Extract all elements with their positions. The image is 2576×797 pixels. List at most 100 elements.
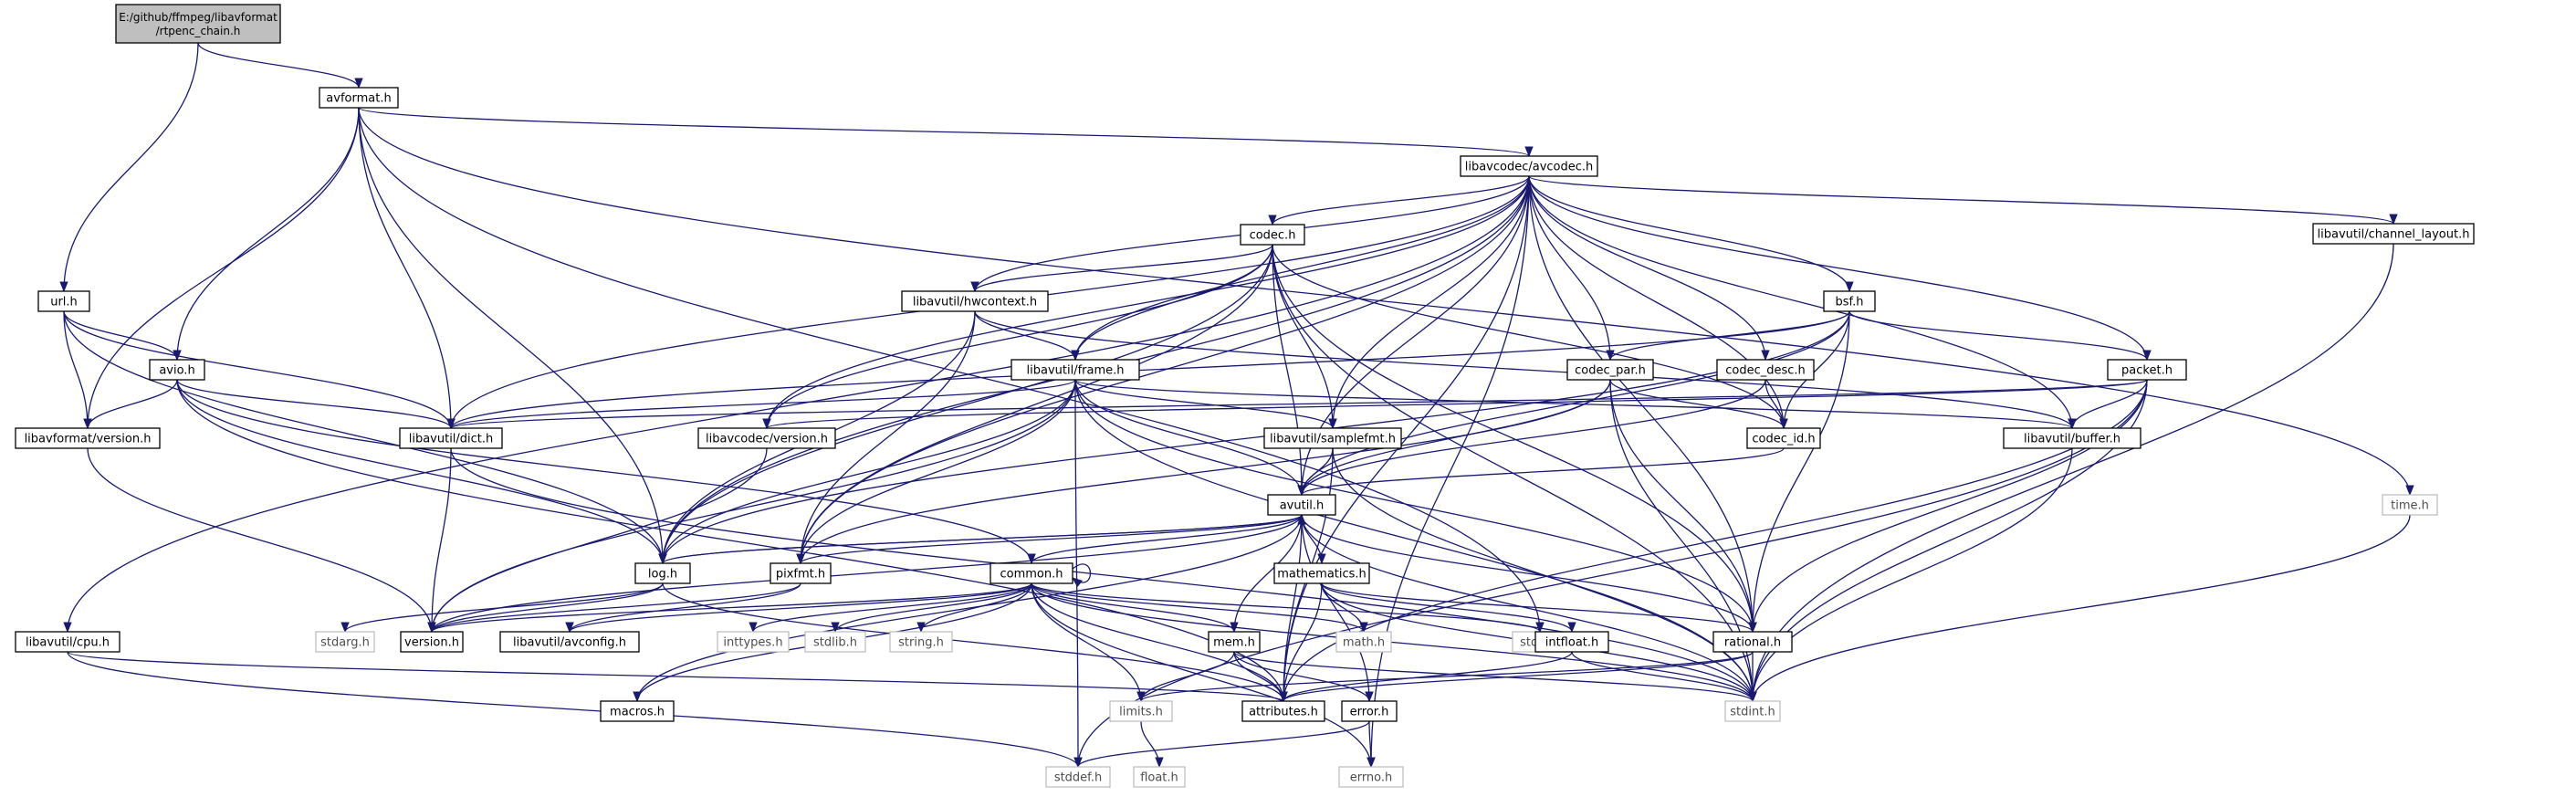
edge-avutil-to-common (1027, 514, 1303, 565)
node-frame[interactable]: libavutil/frame.h (1011, 359, 1140, 381)
node-label: libavcodec/version.h (706, 433, 828, 446)
node-label: codec.h (1250, 229, 1296, 243)
node-box (499, 631, 640, 653)
node-intfloat[interactable]: intfloat.h (1534, 631, 1609, 653)
node-url[interactable]: url.h (37, 290, 90, 312)
edge-dict-to-lavu_version (427, 447, 452, 634)
node-label: pixfmt.h (776, 568, 825, 582)
node-hwcontext[interactable]: libavutil/hwcontext.h (901, 290, 1049, 312)
node-codec-par[interactable]: codec_par.h (1566, 359, 1654, 381)
node-avconfig[interactable]: libavutil/avconfig.h (499, 631, 640, 653)
node-box (990, 562, 1073, 584)
node-box (600, 700, 675, 722)
node-avio[interactable]: avio.h (149, 359, 205, 381)
node-label: libavcodec/avcodec.h (1465, 161, 1594, 174)
node-label: libavformat/version.h (25, 433, 152, 446)
edge-rtpenc_chain-to-avformat (197, 42, 363, 89)
edge-mem-to-avutil (1233, 513, 1306, 633)
node-avutil[interactable]: avutil.h (1267, 494, 1336, 516)
node-log[interactable]: log.h (634, 562, 691, 584)
edge-packet-to-dict (447, 379, 2148, 430)
edge-common-to-stdio (1031, 582, 1545, 634)
node-packet[interactable]: packet.h (2107, 359, 2187, 381)
edge-avcodec-to-bsf (1528, 175, 1854, 293)
node-box (1460, 155, 1598, 177)
node-label: macros.h (610, 706, 665, 719)
node-attributes[interactable]: attributes.h (1241, 700, 1325, 722)
node-label: packet.h (2121, 364, 2173, 378)
node-rtpenc-chain[interactable]: E:/github/ffmpeg/libavformat/rtpenc_chai… (115, 4, 281, 44)
edge-url-to-lavf_version (63, 310, 92, 430)
node-label: time.h (2391, 499, 2429, 513)
node-box (1208, 631, 1261, 653)
node-dict[interactable]: libavutil/dict.h (399, 427, 503, 449)
edge-avutil-to-pixfmt (796, 514, 1303, 565)
node-box (770, 562, 832, 584)
edge-codec-to-hwcontext (970, 244, 1273, 293)
node-box (1712, 631, 1793, 653)
node-box (319, 87, 399, 109)
node-label: libavutil/frame.h (1027, 364, 1125, 378)
node-string-h: string.h (889, 631, 953, 653)
edge-avcodec-to-codec_desc (1528, 175, 1770, 362)
edge-avcodec-to-channel_layout (1528, 175, 2398, 225)
node-rational[interactable]: rational.h (1712, 631, 1793, 653)
edge-pixfmt-to-lavu_version (427, 582, 801, 634)
node-box (399, 427, 503, 449)
node-codec-desc[interactable]: codec_desc.h (1716, 359, 1815, 381)
edge-codec-to-rational (1272, 244, 1757, 634)
node-label: /rtpenc_chain.h (156, 25, 241, 37)
edge-mathematics-to-math_h (1321, 582, 1368, 634)
node-label: bsf.h (1835, 296, 1863, 309)
edge-mathematics-to-rational (1321, 582, 1757, 634)
node-stdarg: stdarg.h (315, 631, 375, 653)
edge-avio-to-lavf_version (83, 379, 178, 430)
node-label: float.h (1140, 771, 1178, 785)
node-channel-layout[interactable]: libavutil/channel_layout.h (2312, 223, 2475, 245)
node-label: codec_par.h (1575, 364, 1646, 378)
node-mem[interactable]: mem.h (1208, 631, 1261, 653)
node-mathematics[interactable]: mathematics.h (1273, 562, 1370, 584)
edge-frame-to-rational (1074, 379, 1757, 634)
node-macros[interactable]: macros.h (600, 700, 675, 722)
edge-bsf-to-packet (1848, 310, 2152, 362)
node-box (1823, 290, 1876, 312)
edge-common-to-mem (1031, 582, 1239, 634)
edge-intfloat-to-attributes (1279, 651, 1573, 703)
node-label: log.h (648, 568, 677, 582)
node-buffer[interactable]: libavutil/buffer.h (2003, 427, 2141, 449)
node-box (2003, 427, 2141, 449)
node-box (15, 427, 161, 449)
node-avformat[interactable]: avformat.h (319, 87, 399, 109)
dependency-edges (59, 42, 2414, 769)
edge-url-to-dict (63, 310, 456, 430)
node-pixfmt[interactable]: pixfmt.h (770, 562, 832, 584)
node-math-h: math.h (1335, 631, 1392, 653)
node-lavu-version[interactable]: version.h (400, 631, 464, 653)
node-common[interactable]: common.h (990, 562, 1073, 584)
node-label: attributes.h (1249, 706, 1318, 719)
node-samplefmt[interactable]: libavutil/samplefmt.h (1263, 427, 1402, 449)
node-box (1273, 562, 1370, 584)
node-bsf[interactable]: bsf.h (1823, 290, 1876, 312)
edge-lavf_version-to-lavu_version (87, 447, 436, 634)
node-codec[interactable]: codec.h (1240, 224, 1305, 246)
node-lavc-version[interactable]: libavcodec/version.h (697, 427, 836, 449)
node-label: url.h (50, 296, 78, 309)
node-box (2312, 223, 2475, 245)
edge-avcodec-to-codec_par (1528, 175, 1615, 362)
node-lavf-version[interactable]: libavformat/version.h (15, 427, 161, 449)
edge-avcodec-to-pixfmt (796, 175, 1530, 565)
edge-avio-to-log (176, 379, 667, 565)
edge-codec_par-to-stdint (1609, 379, 1757, 703)
node-box (901, 290, 1049, 312)
edge-codec-to-lavc_version (762, 244, 1273, 430)
node-label: avformat.h (326, 92, 391, 106)
node-codec-id[interactable]: codec_id.h (1746, 427, 1821, 449)
node-label: avutil.h (1280, 499, 1325, 513)
node-avcodec[interactable]: libavcodec/avcodec.h (1460, 155, 1598, 177)
edge-avcodec-to-errno (1367, 175, 1530, 769)
node-cpu[interactable]: libavutil/cpu.h (15, 631, 120, 653)
edge-url-to-avio (63, 310, 182, 362)
node-error[interactable]: error.h (1341, 700, 1398, 722)
